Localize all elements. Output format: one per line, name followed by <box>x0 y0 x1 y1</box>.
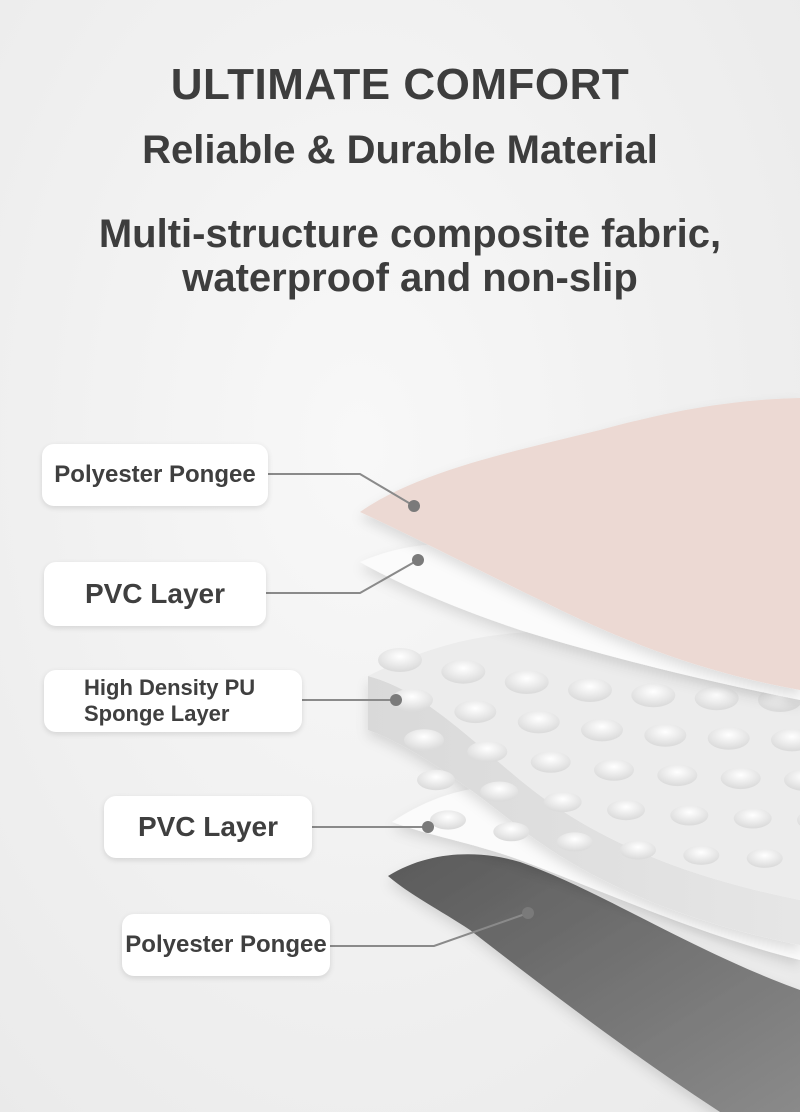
sponge-bump <box>746 848 783 868</box>
sponge-bump <box>670 805 709 826</box>
leader-dot-1 <box>408 500 420 512</box>
label-pvc-layer-lower: PVC Layer <box>104 796 312 858</box>
description-line-2: waterproof and non-slip <box>182 256 638 300</box>
label-pu-sponge-layer: High Density PU Sponge Layer <box>44 670 302 732</box>
sponge-bump <box>594 759 634 781</box>
sponge-bump <box>556 832 593 852</box>
sponge-bump <box>480 781 519 802</box>
label-text: Polyester Pongee <box>125 931 327 958</box>
sponge-bump <box>657 764 698 787</box>
sponge-egg-crate-bumps <box>378 648 800 868</box>
leader-line-5 <box>330 912 529 947</box>
sponge-bump <box>454 700 497 724</box>
sponge-bump <box>720 767 761 790</box>
sponge-bump <box>517 710 560 734</box>
layer-polyester-pongee-bottom <box>388 854 800 1112</box>
sponge-bump <box>441 659 486 684</box>
sponge-bump <box>694 686 739 711</box>
sponge-bump <box>784 769 800 791</box>
label-text-line-1: High Density PU <box>84 675 256 700</box>
page-subtitle: Reliable & Durable Material <box>142 128 658 172</box>
page-title: ULTIMATE COMFORT <box>170 60 630 109</box>
sponge-bump <box>391 688 433 712</box>
layer-polyester-pongee-top <box>360 398 800 690</box>
sponge-bump <box>378 648 422 672</box>
description-line-1: Multi-structure composite fabric, <box>98 212 722 256</box>
sponge-bump <box>467 740 508 763</box>
sponge-bump <box>631 683 676 708</box>
sponge-bump <box>568 678 612 702</box>
sponge-bump <box>493 822 530 842</box>
label-pvc-layer-upper: PVC Layer <box>44 562 266 626</box>
leader-dot-2 <box>412 554 424 566</box>
sponge-bump <box>404 729 444 751</box>
layer-sponge-top <box>368 631 800 900</box>
sponge-bump <box>771 728 800 752</box>
leader-line-1 <box>268 473 415 507</box>
leader-dot-5 <box>522 907 534 919</box>
sponge-bump <box>543 791 582 813</box>
label-text: Polyester Pongee <box>54 461 256 488</box>
sponge-bump <box>581 718 623 742</box>
leader-dots <box>390 500 534 919</box>
sponge-bump <box>797 814 800 826</box>
leader-dot-3 <box>390 694 402 706</box>
sponge-bump <box>707 726 750 750</box>
sponge-bump <box>504 670 549 694</box>
sponge-bump <box>530 751 571 773</box>
sponge-bump <box>417 769 455 791</box>
sponge-bump <box>683 845 720 865</box>
sponge-bump <box>620 840 656 860</box>
leader-dot-4 <box>422 821 434 833</box>
label-polyester-pongee-bottom: Polyester Pongee <box>122 914 330 976</box>
leader-line-2 <box>266 559 419 594</box>
label-text: PVC Layer <box>84 578 226 609</box>
sponge-bump <box>607 799 645 821</box>
leader-lines <box>266 473 529 947</box>
sponge-bump <box>644 723 687 747</box>
sponge-bump <box>733 808 772 829</box>
label-polyester-pongee-top: Polyester Pongee <box>42 444 268 506</box>
label-text-line-2: Sponge Layer <box>84 701 230 726</box>
sponge-bump <box>430 810 466 830</box>
label-text: PVC Layer <box>137 811 279 842</box>
